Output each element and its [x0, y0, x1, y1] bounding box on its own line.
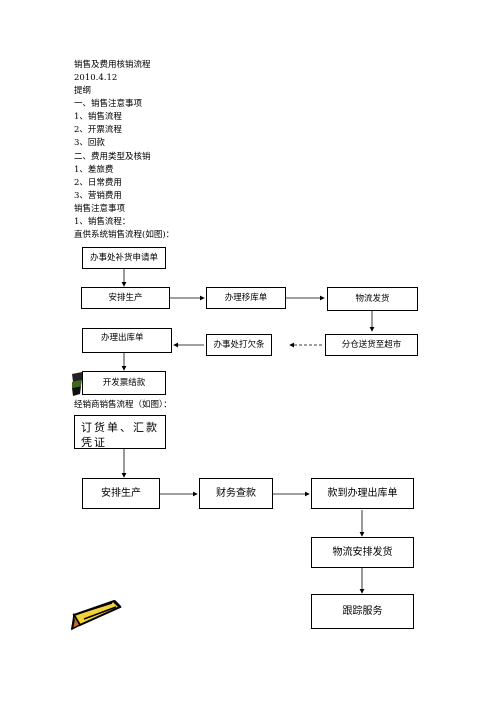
section1-item2: 2、开票流程 — [74, 125, 122, 135]
logistics-arrange-box: 物流安排发货 — [311, 537, 414, 568]
apply-request-box: 办事处补货申请单 — [82, 247, 166, 269]
section2-item1: 1、差旅费 — [74, 165, 114, 175]
sales-process-heading: 1、销售流程： — [74, 217, 131, 227]
logistics-shipping-box: 物流发货 — [327, 287, 418, 311]
dealer-flow-caption: 经销商销售流程（如图）： — [74, 400, 172, 410]
transfer-order-box: 办理移库单 — [206, 287, 286, 309]
outbound-order-box: 办理出库单 — [82, 328, 172, 353]
section2-item2: 2、日常费用 — [74, 178, 122, 188]
pencil-clipart-icon — [72, 372, 82, 396]
office-iou-box: 办事处打欠条 — [206, 334, 272, 356]
doc-title: 销售及费用核销流程 — [74, 60, 151, 70]
warehouse-delivery-box: 分仓送货至超市 — [325, 334, 418, 356]
notes-heading: 销售注意事项 — [74, 204, 126, 214]
section1-heading: 一、销售注意事项 — [74, 99, 143, 109]
section2-item3: 3、营销费用 — [74, 191, 122, 201]
section2-heading: 二、费用类型及核销 — [74, 152, 151, 162]
arrange-production-box-2: 安排生产 — [82, 478, 160, 509]
outline-heading: 提纲 — [74, 86, 92, 96]
section1-item1: 1、销售流程 — [74, 112, 122, 122]
direct-flow-caption: 直供系统销售流程(如图)： — [74, 230, 175, 240]
follow-up-service-box: 跟踪服务 — [311, 594, 414, 629]
pencil-clipart-icon-2 — [71, 599, 122, 631]
doc-date: 2010.4.12 — [74, 73, 118, 83]
section1-item3: 3、回款 — [74, 138, 105, 148]
invoice-settlement-box: 开发票结款 — [82, 371, 166, 395]
payment-outbound-box: 款到办理出库单 — [311, 478, 414, 509]
arrange-production-box: 安排生产 — [81, 287, 170, 309]
finance-check-box: 财务查款 — [199, 478, 273, 509]
order-remittance-box: 订货单、汇款凭证 — [74, 415, 166, 449]
